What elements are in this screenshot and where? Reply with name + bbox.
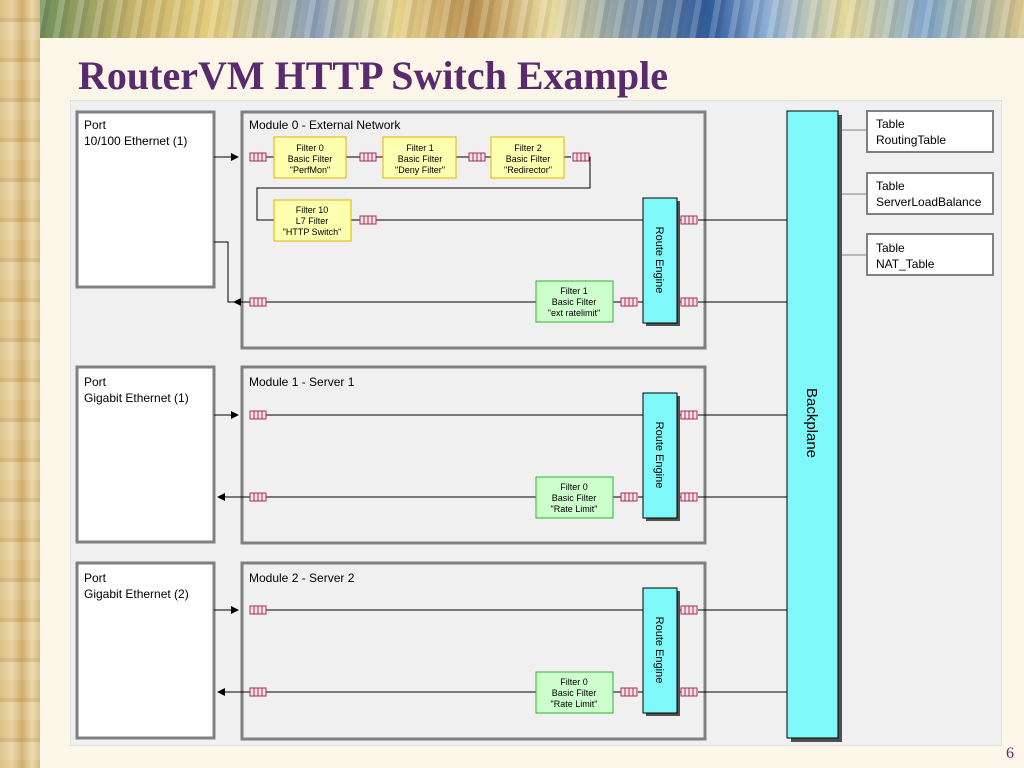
port-box-0: Port 10/100 Ethernet (1) <box>75 110 216 289</box>
filter-module2-rate-limit: Filter 0 Basic Filter "Rate Limit" <box>535 671 614 714</box>
svg-text:"Rate Limit": "Rate Limit" <box>551 699 598 709</box>
svg-text:RoutingTable: RoutingTable <box>876 133 946 147</box>
svg-text:Route Engine: Route Engine <box>653 617 665 684</box>
svg-text:"Rate Limit": "Rate Limit" <box>551 504 598 514</box>
port-label: Port <box>84 118 107 132</box>
filter-perfmon: Filter 0 Basic Filter "PerfMon" <box>273 136 347 179</box>
svg-text:Filter 10: Filter 10 <box>296 205 329 215</box>
svg-text:Basic Filter: Basic Filter <box>552 688 597 698</box>
table-connectors <box>838 129 867 256</box>
module-title: Module 1 - Server 1 <box>249 375 355 389</box>
svg-text:Basic Filter: Basic Filter <box>398 154 443 164</box>
connectors-module-2 <box>214 606 787 696</box>
port-connectors <box>249 152 698 697</box>
svg-text:Filter 0: Filter 0 <box>296 143 324 153</box>
module-box-1: Module 1 - Server 1 <box>240 365 707 545</box>
module-box-2: Module 2 - Server 2 <box>240 561 707 741</box>
route-engine-2: Route Engine <box>642 587 680 716</box>
slide-title: RouterVM HTTP Switch Example <box>78 53 668 98</box>
svg-text:Table: Table <box>876 179 905 193</box>
svg-text:"Deny Filter": "Deny Filter" <box>395 165 445 175</box>
svg-text:Basic Filter: Basic Filter <box>552 493 597 503</box>
filter-deny: Filter 1 Basic Filter "Deny Filter" <box>382 136 457 179</box>
svg-text:Route Engine: Route Engine <box>653 227 665 294</box>
svg-text:Filter 0: Filter 0 <box>560 677 588 687</box>
module-title: Module 0 - External Network <box>249 118 401 132</box>
svg-text:Backplane: Backplane <box>803 388 820 458</box>
route-engine-1: Route Engine <box>642 392 680 521</box>
connectors-module-0 <box>214 153 787 306</box>
svg-text:Filter 0: Filter 0 <box>560 482 588 492</box>
backplane: Backplane <box>786 110 842 742</box>
page-number: 6 <box>1006 745 1014 762</box>
connectors-module-1 <box>214 411 787 501</box>
svg-text:ServerLoadBalance: ServerLoadBalance <box>876 195 982 209</box>
route-engine-0: Route Engine <box>642 197 680 326</box>
filter-redirector: Filter 2 Basic Filter "Redirector" <box>490 136 565 179</box>
port-label: Port <box>84 375 107 389</box>
routervm-diagram: Port 10/100 Ethernet (1) Port Gigabit Et… <box>70 100 1002 746</box>
svg-text:Basic Filter: Basic Filter <box>506 154 551 164</box>
decorative-banner <box>40 0 1024 38</box>
table-serverloadbalance: Table ServerLoadBalance <box>866 172 994 215</box>
svg-text:Filter 2: Filter 2 <box>514 143 542 153</box>
filter-ext-ratelimit: Filter 1 Basic Filter "ext ratelimit" <box>535 280 614 323</box>
svg-text:"PerfMon": "PerfMon" <box>290 165 330 175</box>
svg-text:Filter 1: Filter 1 <box>560 286 588 296</box>
port-label: Port <box>84 571 107 585</box>
port-sub: 10/100 Ethernet (1) <box>84 134 187 148</box>
svg-text:"ext ratelimit": "ext ratelimit" <box>548 308 600 318</box>
svg-text:"HTTP Switch": "HTTP Switch" <box>283 227 342 237</box>
decorative-left-strip <box>0 0 40 768</box>
svg-text:Basic Filter: Basic Filter <box>552 297 597 307</box>
filter-http-switch: Filter 10 L7 Filter "HTTP Switch" <box>273 199 352 242</box>
port-box-2: Port Gigabit Ethernet (2) <box>75 561 216 740</box>
port-sub: Gigabit Ethernet (2) <box>84 587 189 601</box>
port-box-1: Port Gigabit Ethernet (1) <box>75 365 216 544</box>
module-title: Module 2 - Server 2 <box>249 571 355 585</box>
table-routing: Table RoutingTable <box>866 110 994 153</box>
svg-text:Table: Table <box>876 241 905 255</box>
svg-text:Table: Table <box>876 117 905 131</box>
port-sub: Gigabit Ethernet (1) <box>84 391 189 405</box>
svg-text:L7 Filter: L7 Filter <box>296 216 329 226</box>
svg-text:NAT_Table: NAT_Table <box>876 257 935 271</box>
svg-text:Route Engine: Route Engine <box>653 422 665 489</box>
svg-text:Basic Filter: Basic Filter <box>288 154 333 164</box>
svg-text:"Redirector": "Redirector" <box>504 165 552 175</box>
filter-module1-rate-limit: Filter 0 Basic Filter "Rate Limit" <box>535 476 614 519</box>
svg-text:Filter 1: Filter 1 <box>406 143 434 153</box>
table-nat: Table NAT_Table <box>866 233 994 276</box>
